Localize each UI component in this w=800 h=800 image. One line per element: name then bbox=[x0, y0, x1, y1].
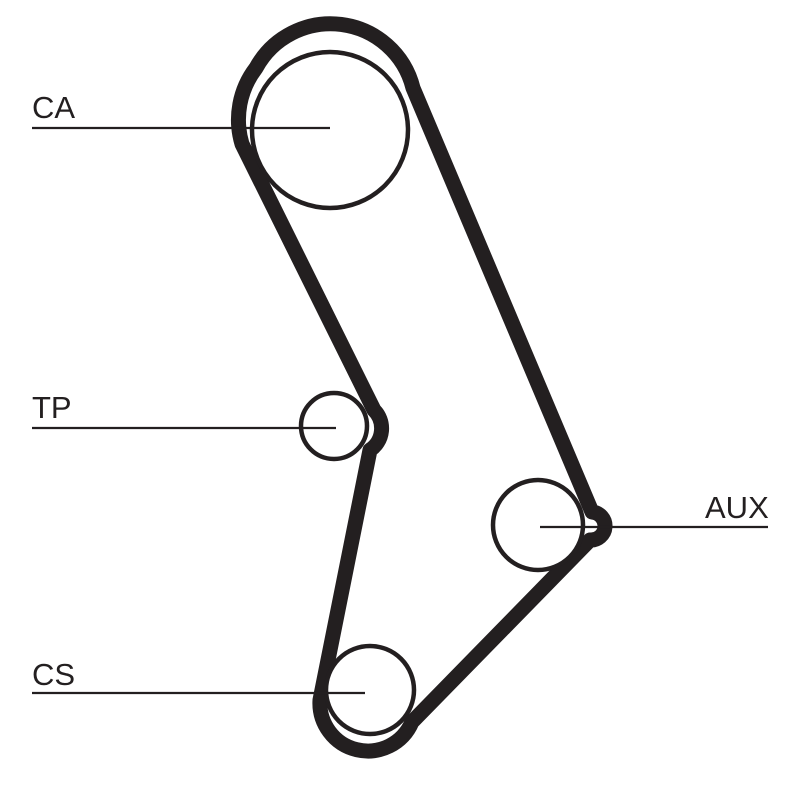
ca-label: CA bbox=[32, 90, 75, 125]
camshaft-pulley bbox=[249, 49, 411, 211]
timing-belt bbox=[231, 16, 613, 759]
tp-label: TP bbox=[32, 390, 72, 425]
auxiliary-pulley bbox=[490, 477, 586, 573]
aux-label: AUX bbox=[705, 490, 769, 525]
cs-label: CS bbox=[32, 657, 75, 692]
tensioner-pulley bbox=[298, 390, 370, 462]
crankshaft-pulley bbox=[323, 643, 417, 737]
